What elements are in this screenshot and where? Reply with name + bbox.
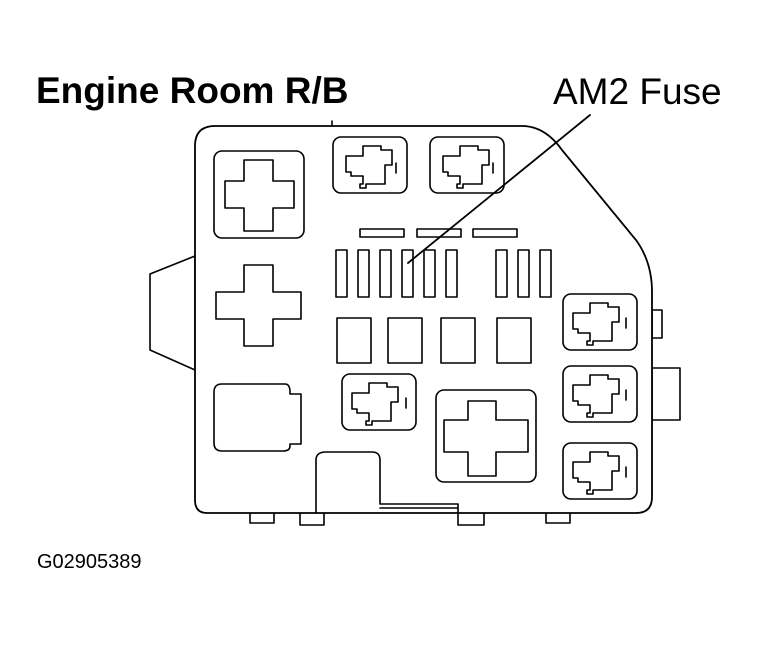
- horizontal-fuse-slot: [473, 229, 517, 237]
- left-mount-tab: [150, 256, 195, 370]
- relay-socket-top-left: [214, 151, 304, 238]
- horizontal-fuse-slot: [360, 229, 404, 237]
- mini-relay-right-3: [563, 443, 637, 499]
- housing-bottom-recess: [316, 452, 458, 513]
- relay-block-housing: [195, 126, 652, 513]
- mini-fuse: [540, 250, 551, 297]
- mini-relay-right-1: [563, 294, 637, 350]
- right-tab-upper: [652, 310, 662, 338]
- square-fuse: [388, 318, 422, 363]
- relay-cross-middle-left: [216, 265, 301, 346]
- right-tab-lower: [652, 368, 680, 420]
- mini-relay-middle: [342, 374, 416, 430]
- bottom-foot: [458, 512, 484, 525]
- diagram-title: Engine Room R/B: [36, 70, 349, 111]
- mini-relay-right-2: [563, 366, 637, 422]
- mini-relay-top-1: [333, 137, 407, 193]
- mini-relay-top-2: [430, 137, 504, 193]
- relay-socket-bottom-center: [436, 390, 536, 482]
- relay-bottom-left: [214, 384, 301, 451]
- mini-fuse: [518, 250, 529, 297]
- square-fuse: [337, 318, 371, 363]
- square-fuse: [497, 318, 531, 363]
- am2-fuse-label: AM2 Fuse: [553, 71, 722, 112]
- mini-fuse: [446, 250, 457, 297]
- relay-cross-bottom-center: [444, 401, 528, 476]
- mini-fuse: [380, 250, 391, 297]
- relay-cross-top-left: [225, 160, 294, 231]
- mini-fuse: [424, 250, 435, 297]
- mini-fuse-am2: [402, 250, 413, 297]
- am2-fuse-leader-line: [408, 115, 590, 263]
- mini-fuse: [496, 250, 507, 297]
- square-fuse: [441, 318, 475, 363]
- mini-fuse: [336, 250, 347, 297]
- mini-fuse: [358, 250, 369, 297]
- bottom-foot: [300, 512, 324, 525]
- figure-code: G02905389: [37, 551, 142, 573]
